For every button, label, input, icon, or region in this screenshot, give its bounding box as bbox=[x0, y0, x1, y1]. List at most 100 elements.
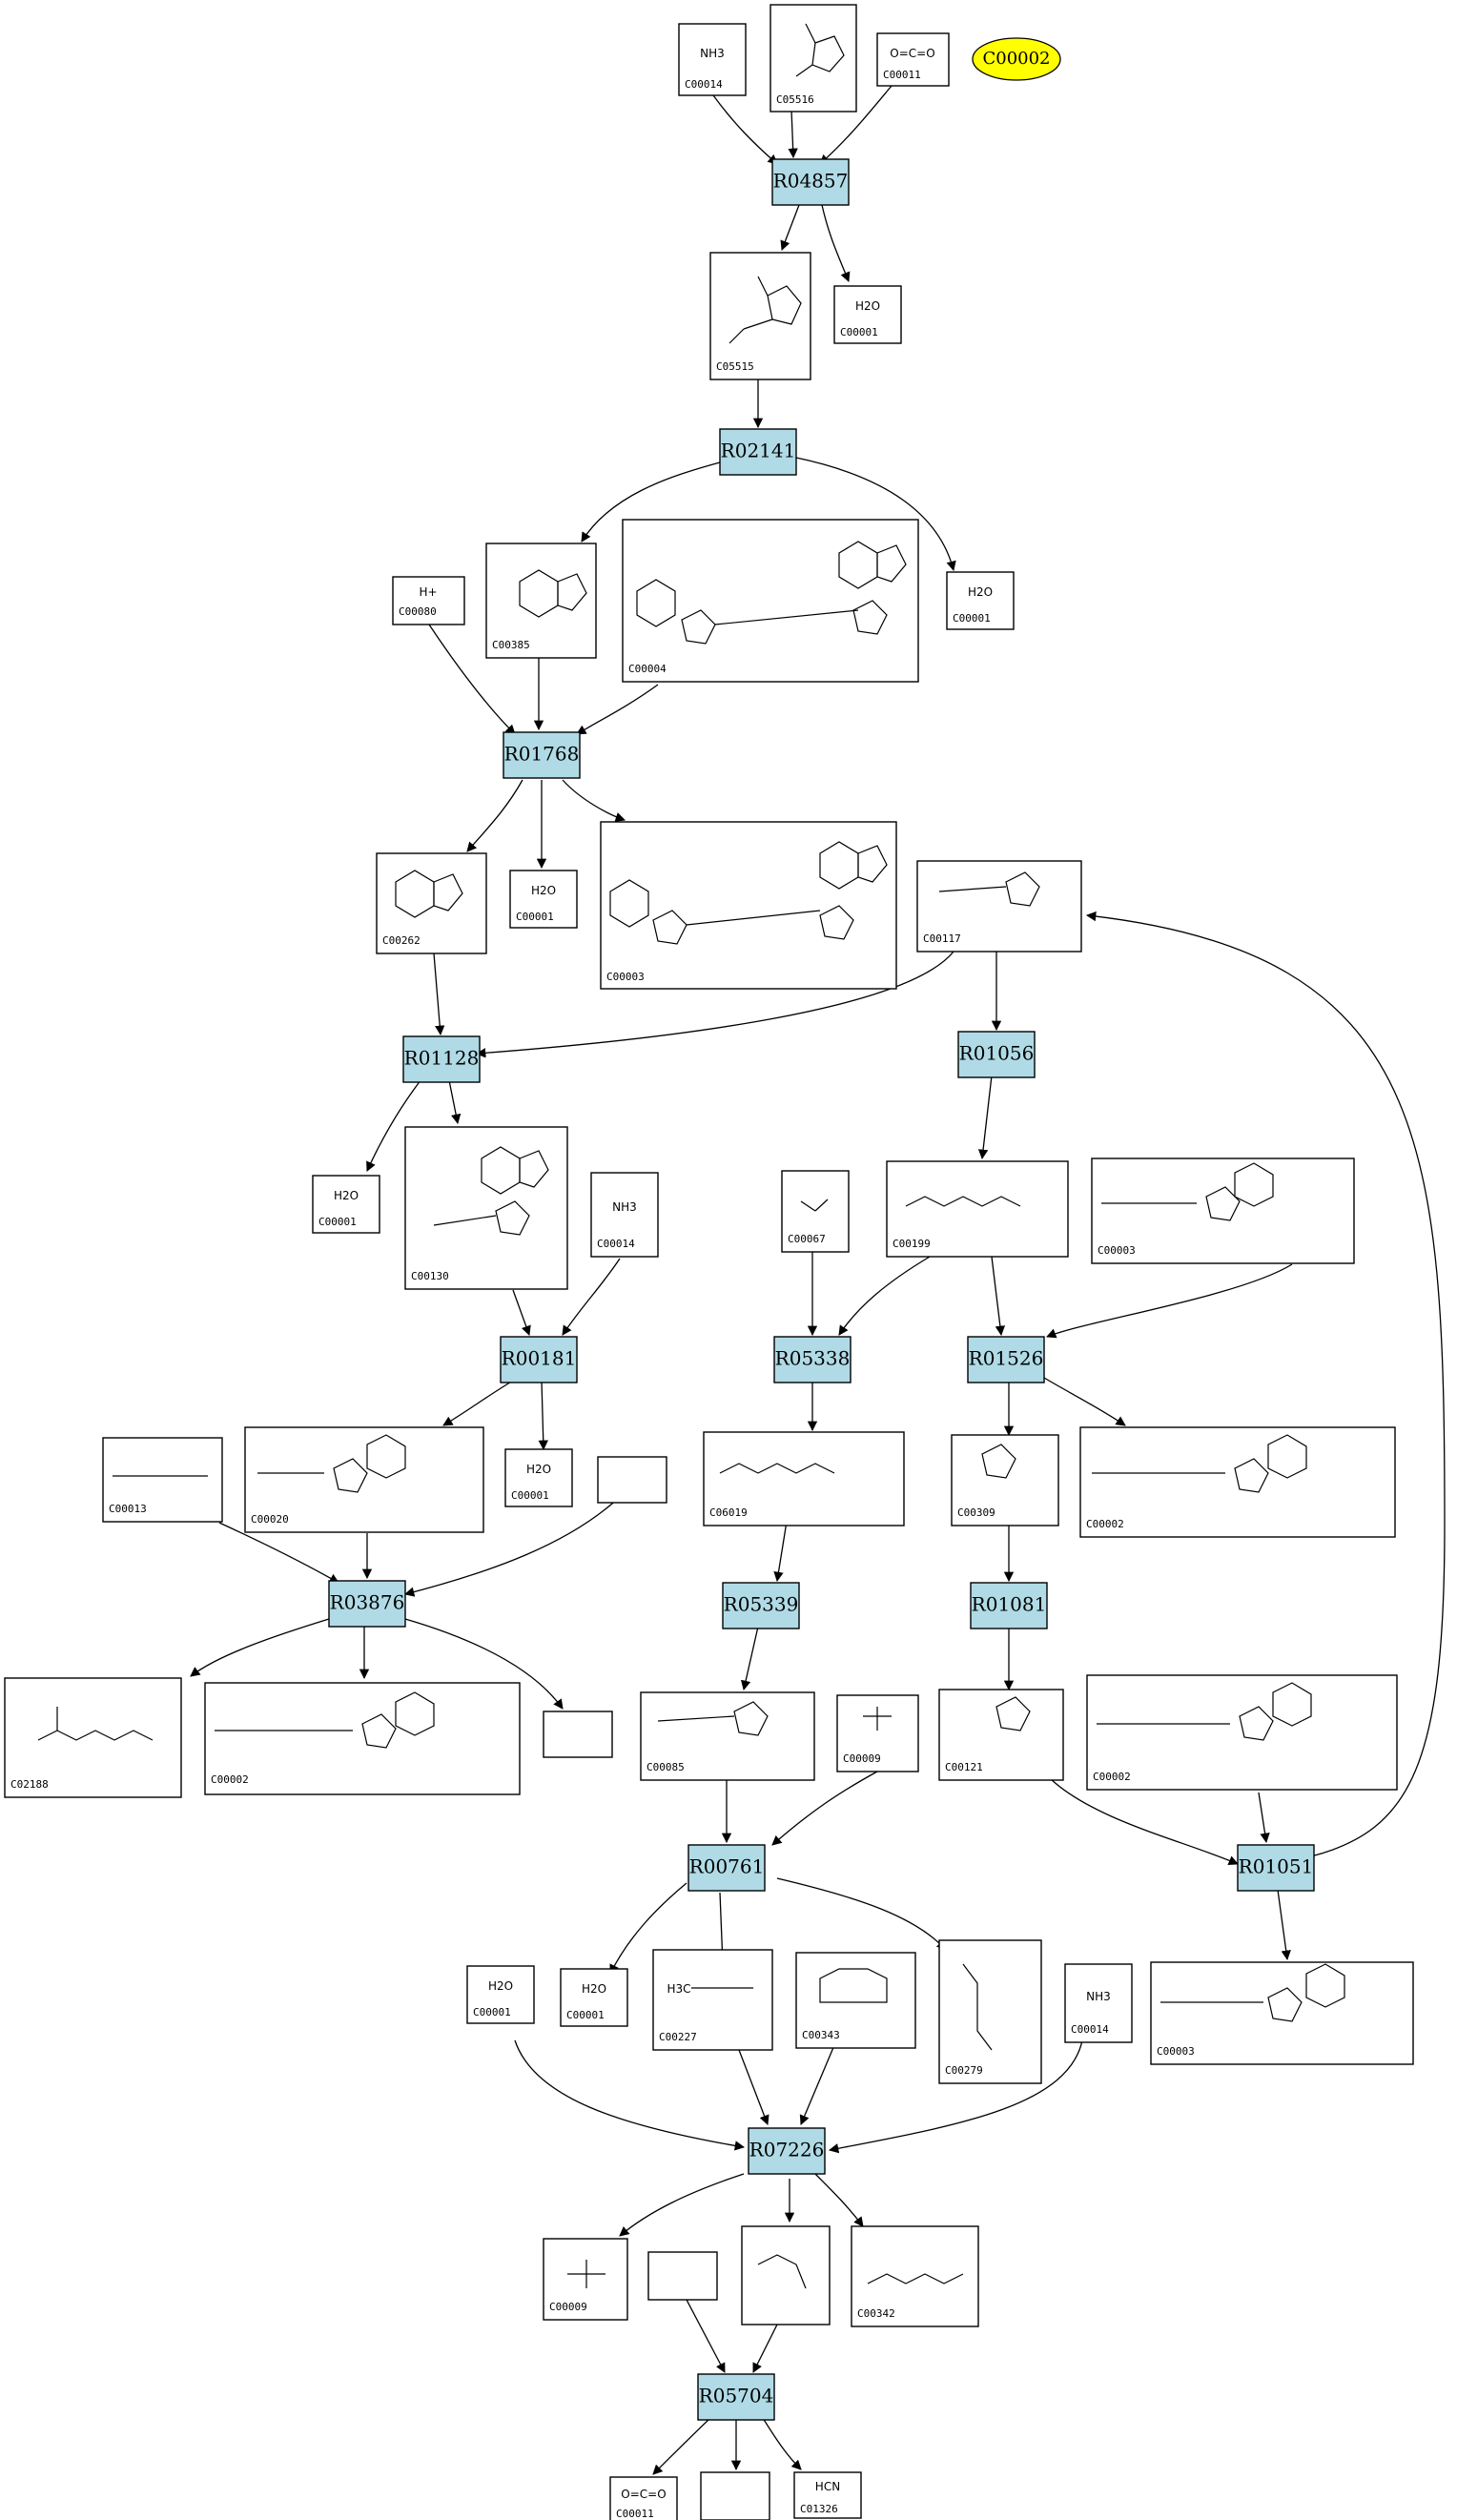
compound-node[interactable]: NH3 C00014 bbox=[590, 1172, 659, 1258]
compound-code: C00067 bbox=[788, 1233, 826, 1245]
compound-node[interactable]: C00199 bbox=[886, 1160, 1069, 1258]
compound-node[interactable]: C06019 bbox=[703, 1431, 905, 1526]
compound-node[interactable]: C00067 bbox=[781, 1170, 850, 1253]
compound-code: C00002 bbox=[1086, 1518, 1124, 1530]
reaction-label: R01056 bbox=[959, 1042, 1035, 1065]
compound-node[interactable]: C00343 bbox=[795, 1952, 916, 2049]
compound-node[interactable] bbox=[741, 2225, 831, 2325]
compound-node[interactable]: C00279 bbox=[938, 1939, 1042, 2084]
edge bbox=[609, 1882, 687, 1975]
compound-node[interactable]: C00121 bbox=[938, 1689, 1064, 1781]
structure-drawing bbox=[800, 1199, 829, 1212]
compound-node[interactable]: H2O C00001 bbox=[833, 285, 902, 344]
compound-node[interactable]: C00002 bbox=[1086, 1674, 1398, 1791]
structure-drawing bbox=[567, 2260, 605, 2288]
reaction-R01526[interactable]: R01526 bbox=[967, 1336, 1045, 1383]
reaction-R01768[interactable]: R01768 bbox=[503, 731, 581, 779]
compound-node[interactable]: H2O C00001 bbox=[312, 1175, 380, 1234]
reaction-R07226[interactable]: R07226 bbox=[748, 2127, 826, 2175]
compound-node[interactable]: C00013 bbox=[102, 1437, 223, 1523]
compound-node[interactable]: H2O C00001 bbox=[560, 1968, 628, 2027]
compound-node[interactable]: C00309 bbox=[951, 1434, 1059, 1526]
compound-node[interactable]: C00117 bbox=[916, 860, 1082, 953]
edge bbox=[1085, 911, 1446, 1857]
compound-code: C00002 bbox=[211, 1773, 249, 1786]
compound-node[interactable] bbox=[543, 1711, 613, 1758]
reaction-label: R01128 bbox=[404, 1047, 480, 1070]
compound-node[interactable]: C00009 bbox=[543, 2238, 628, 2321]
compound-node[interactable]: H+ C00080 bbox=[392, 576, 465, 625]
compound-node[interactable]: H3C C00227 bbox=[652, 1949, 773, 2051]
reaction-R01056[interactable]: R01056 bbox=[957, 1031, 1036, 1078]
compound-node[interactable]: C00002 bbox=[204, 1682, 521, 1795]
compound-node[interactable]: H2O C00001 bbox=[504, 1448, 573, 1507]
compound-node[interactable] bbox=[647, 2251, 718, 2301]
structure-drawing bbox=[636, 541, 907, 645]
edge bbox=[821, 204, 851, 282]
compound-node[interactable]: C02188 bbox=[4, 1677, 182, 1798]
compound-node[interactable]: C00002 bbox=[1079, 1426, 1396, 1538]
compound-formula: H2O bbox=[334, 1189, 359, 1202]
reaction-label: R05704 bbox=[699, 2385, 774, 2407]
reaction-R00761[interactable]: R00761 bbox=[687, 1844, 766, 1892]
edge bbox=[619, 2173, 745, 2237]
compound-node[interactable]: C05516 bbox=[770, 4, 857, 113]
reaction-R01081[interactable]: R01081 bbox=[970, 1582, 1048, 1629]
structure-drawing bbox=[519, 569, 587, 618]
compound-node[interactable]: C00003 bbox=[600, 821, 897, 990]
compound-node[interactable]: C00085 bbox=[640, 1691, 815, 1781]
start-node[interactable]: C00002 bbox=[972, 37, 1061, 81]
reaction-R05338[interactable]: R05338 bbox=[773, 1336, 852, 1383]
edges bbox=[190, 85, 1446, 2475]
compound-node[interactable]: O=C=O C00011 bbox=[876, 32, 950, 87]
reaction-R04857[interactable]: R04857 bbox=[771, 158, 850, 206]
compound-node[interactable]: C00262 bbox=[376, 852, 487, 954]
compound-node[interactable]: C05515 bbox=[709, 252, 811, 380]
compound-code: C00309 bbox=[957, 1506, 995, 1519]
structure-drawing bbox=[757, 2254, 807, 2289]
compound-node[interactable]: H2O C00001 bbox=[466, 1965, 535, 2024]
compound-node[interactable]: C00385 bbox=[485, 543, 597, 659]
reaction-R05339[interactable]: R05339 bbox=[722, 1582, 800, 1629]
edge bbox=[799, 2044, 835, 2125]
reaction-label: R05339 bbox=[724, 1593, 799, 1616]
compound-node[interactable]: C00020 bbox=[244, 1426, 484, 1533]
reaction-R05704[interactable]: R05704 bbox=[697, 2373, 775, 2421]
reaction-R01128[interactable]: R01128 bbox=[402, 1035, 481, 1083]
compound-code: C00003 bbox=[1098, 1244, 1136, 1257]
compound-code: C00001 bbox=[318, 1216, 357, 1228]
compound-code: C00001 bbox=[473, 2006, 511, 2018]
compound-node[interactable]: C00009 bbox=[836, 1694, 919, 1772]
compound-node[interactable]: HCN C01326 bbox=[793, 2471, 862, 2519]
compound-node[interactable]: C00004 bbox=[622, 519, 919, 683]
reaction-label: R01526 bbox=[969, 1347, 1044, 1370]
reaction-R00181[interactable]: R00181 bbox=[500, 1336, 578, 1383]
edge bbox=[686, 2299, 726, 2373]
compound-node[interactable] bbox=[597, 1456, 667, 1504]
edge bbox=[788, 109, 798, 159]
compound-node[interactable]: C00130 bbox=[404, 1126, 568, 1290]
edge bbox=[828, 2039, 1083, 2154]
compound-node[interactable]: C00003 bbox=[1150, 1961, 1414, 2065]
compound-formula: H2O bbox=[488, 1979, 513, 1993]
reaction-R03876[interactable]: R03876 bbox=[328, 1580, 406, 1628]
compound-node[interactable]: NH3 C00014 bbox=[1064, 1963, 1133, 2043]
compound-node[interactable]: H2O C00001 bbox=[509, 870, 578, 929]
edge bbox=[475, 951, 954, 1058]
compound-node[interactable]: NH3 C00014 bbox=[678, 23, 747, 96]
compound-code: C00279 bbox=[945, 2064, 983, 2077]
reaction-R02141[interactable]: R02141 bbox=[719, 428, 797, 476]
compound-node[interactable]: C00003 bbox=[1091, 1158, 1355, 1264]
compound-node[interactable] bbox=[700, 2471, 770, 2520]
compound-node[interactable]: C00342 bbox=[851, 2225, 979, 2327]
reaction-R01051[interactable]: R01051 bbox=[1237, 1844, 1315, 1892]
structure-drawing bbox=[215, 1691, 435, 1749]
compound-node[interactable]: O=C=O C00011 bbox=[609, 2476, 678, 2520]
edge bbox=[1050, 1778, 1239, 1866]
reaction-label: R00181 bbox=[502, 1347, 577, 1370]
edge bbox=[776, 1877, 947, 1951]
compound-node[interactable]: H2O C00001 bbox=[946, 571, 1015, 630]
edge bbox=[1277, 1889, 1291, 1961]
compound-code: C00014 bbox=[685, 78, 723, 91]
compound-code: C00020 bbox=[251, 1513, 289, 1526]
